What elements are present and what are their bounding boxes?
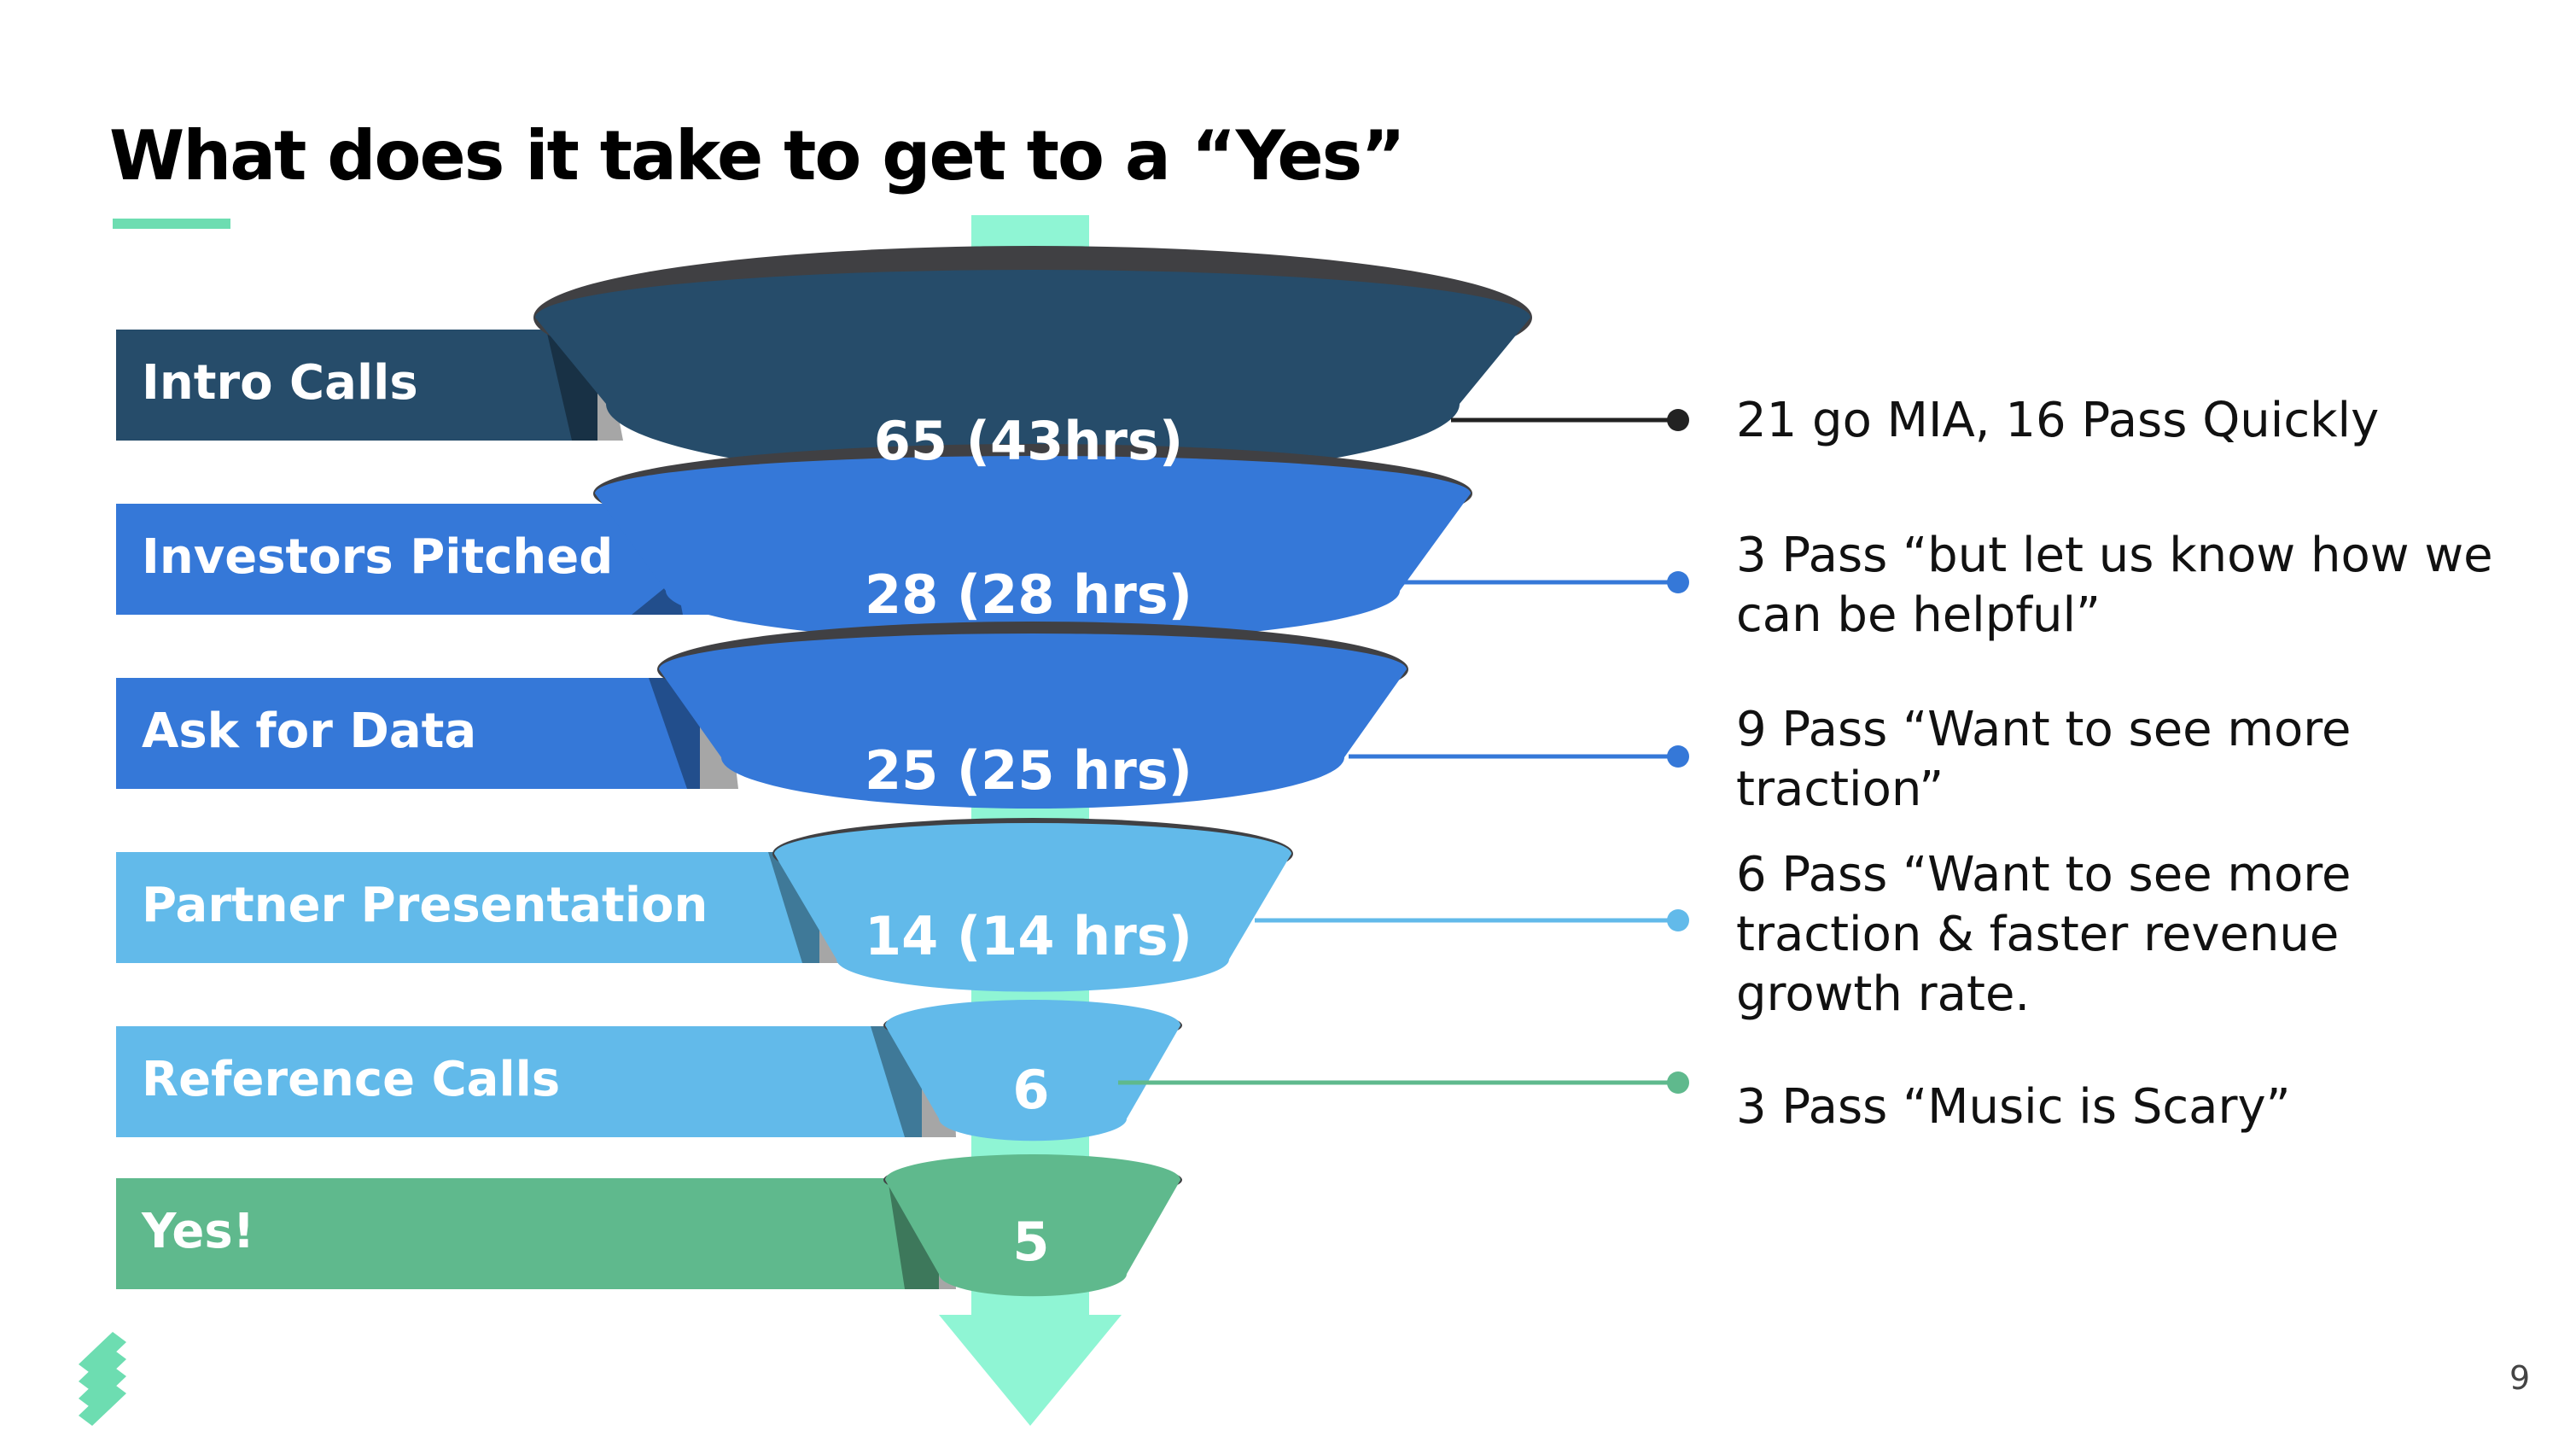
stage-label-yes: Yes! <box>142 1204 255 1259</box>
stage-band-partner-presentation <box>116 852 819 963</box>
funnel-tier-reference-calls <box>885 1000 1180 1141</box>
stage-value-investors-pitched: 28 (28 hrs) <box>864 563 1193 626</box>
connector-dot-investors-pitched <box>1667 571 1689 593</box>
logo-stripe-3 <box>79 1383 126 1426</box>
connector-dot-intro-calls <box>1667 409 1689 431</box>
note-investors-pitched: 3 Pass “but let us know how we can be he… <box>1736 528 2493 643</box>
funnel-tier-yes <box>885 1154 1180 1297</box>
note-partner-presentation: 6 Pass “Want to see more traction & fast… <box>1736 847 2352 1022</box>
stage-label-ask-for-data: Ask for Data <box>142 704 477 759</box>
funnel-tier-partner-presentation <box>774 823 1291 992</box>
stacked-stripes-logo-icon <box>79 1332 126 1375</box>
stage-label-intro-calls: Intro Calls <box>142 355 418 411</box>
stage-value-reference-calls: 6 <box>1012 1059 1050 1121</box>
stage-value-yes: 5 <box>1012 1211 1050 1273</box>
logo-stripe-2 <box>79 1366 126 1409</box>
funnel-arrow-head-icon <box>939 1315 1122 1426</box>
note-reference-calls: 3 Pass “Music is Scary” <box>1736 1079 2291 1135</box>
note-intro-calls: 21 go MIA, 16 Pass Quickly <box>1736 393 2380 448</box>
note-ask-for-data: 9 Pass “Want to see more traction” <box>1736 702 2352 817</box>
connector-dot-partner-presentation <box>1667 909 1689 931</box>
stage-value-partner-presentation: 14 (14 hrs) <box>864 905 1193 967</box>
connector-dot-reference-calls <box>1667 1071 1689 1094</box>
slide-title: What does it take to get to a “Yes” <box>109 116 1406 196</box>
stage-label-reference-calls: Reference Calls <box>142 1052 561 1107</box>
stage-band-yes <box>116 1178 939 1289</box>
title-underline <box>113 219 230 229</box>
funnel-tier-intro-calls <box>535 270 1530 481</box>
connector-dot-ask-for-data <box>1667 745 1689 768</box>
stage-label-investors-pitched: Investors Pitched <box>142 529 614 585</box>
funnel-tier-ask-for-data <box>659 634 1407 809</box>
stage-value-intro-calls: 65 (43hrs) <box>873 410 1184 472</box>
stage-band-reference-calls <box>116 1026 922 1137</box>
stage-value-ask-for-data: 25 (25 hrs) <box>864 739 1193 802</box>
stage-band-intro-calls <box>116 330 597 441</box>
page-number: 9 <box>2509 1359 2531 1397</box>
logo-stripe-1 <box>79 1349 126 1392</box>
stage-label-partner-presentation: Partner Presentation <box>142 878 708 933</box>
stage-band-ask-for-data <box>116 678 700 789</box>
funnel-tier-investors-pitched <box>595 456 1471 642</box>
